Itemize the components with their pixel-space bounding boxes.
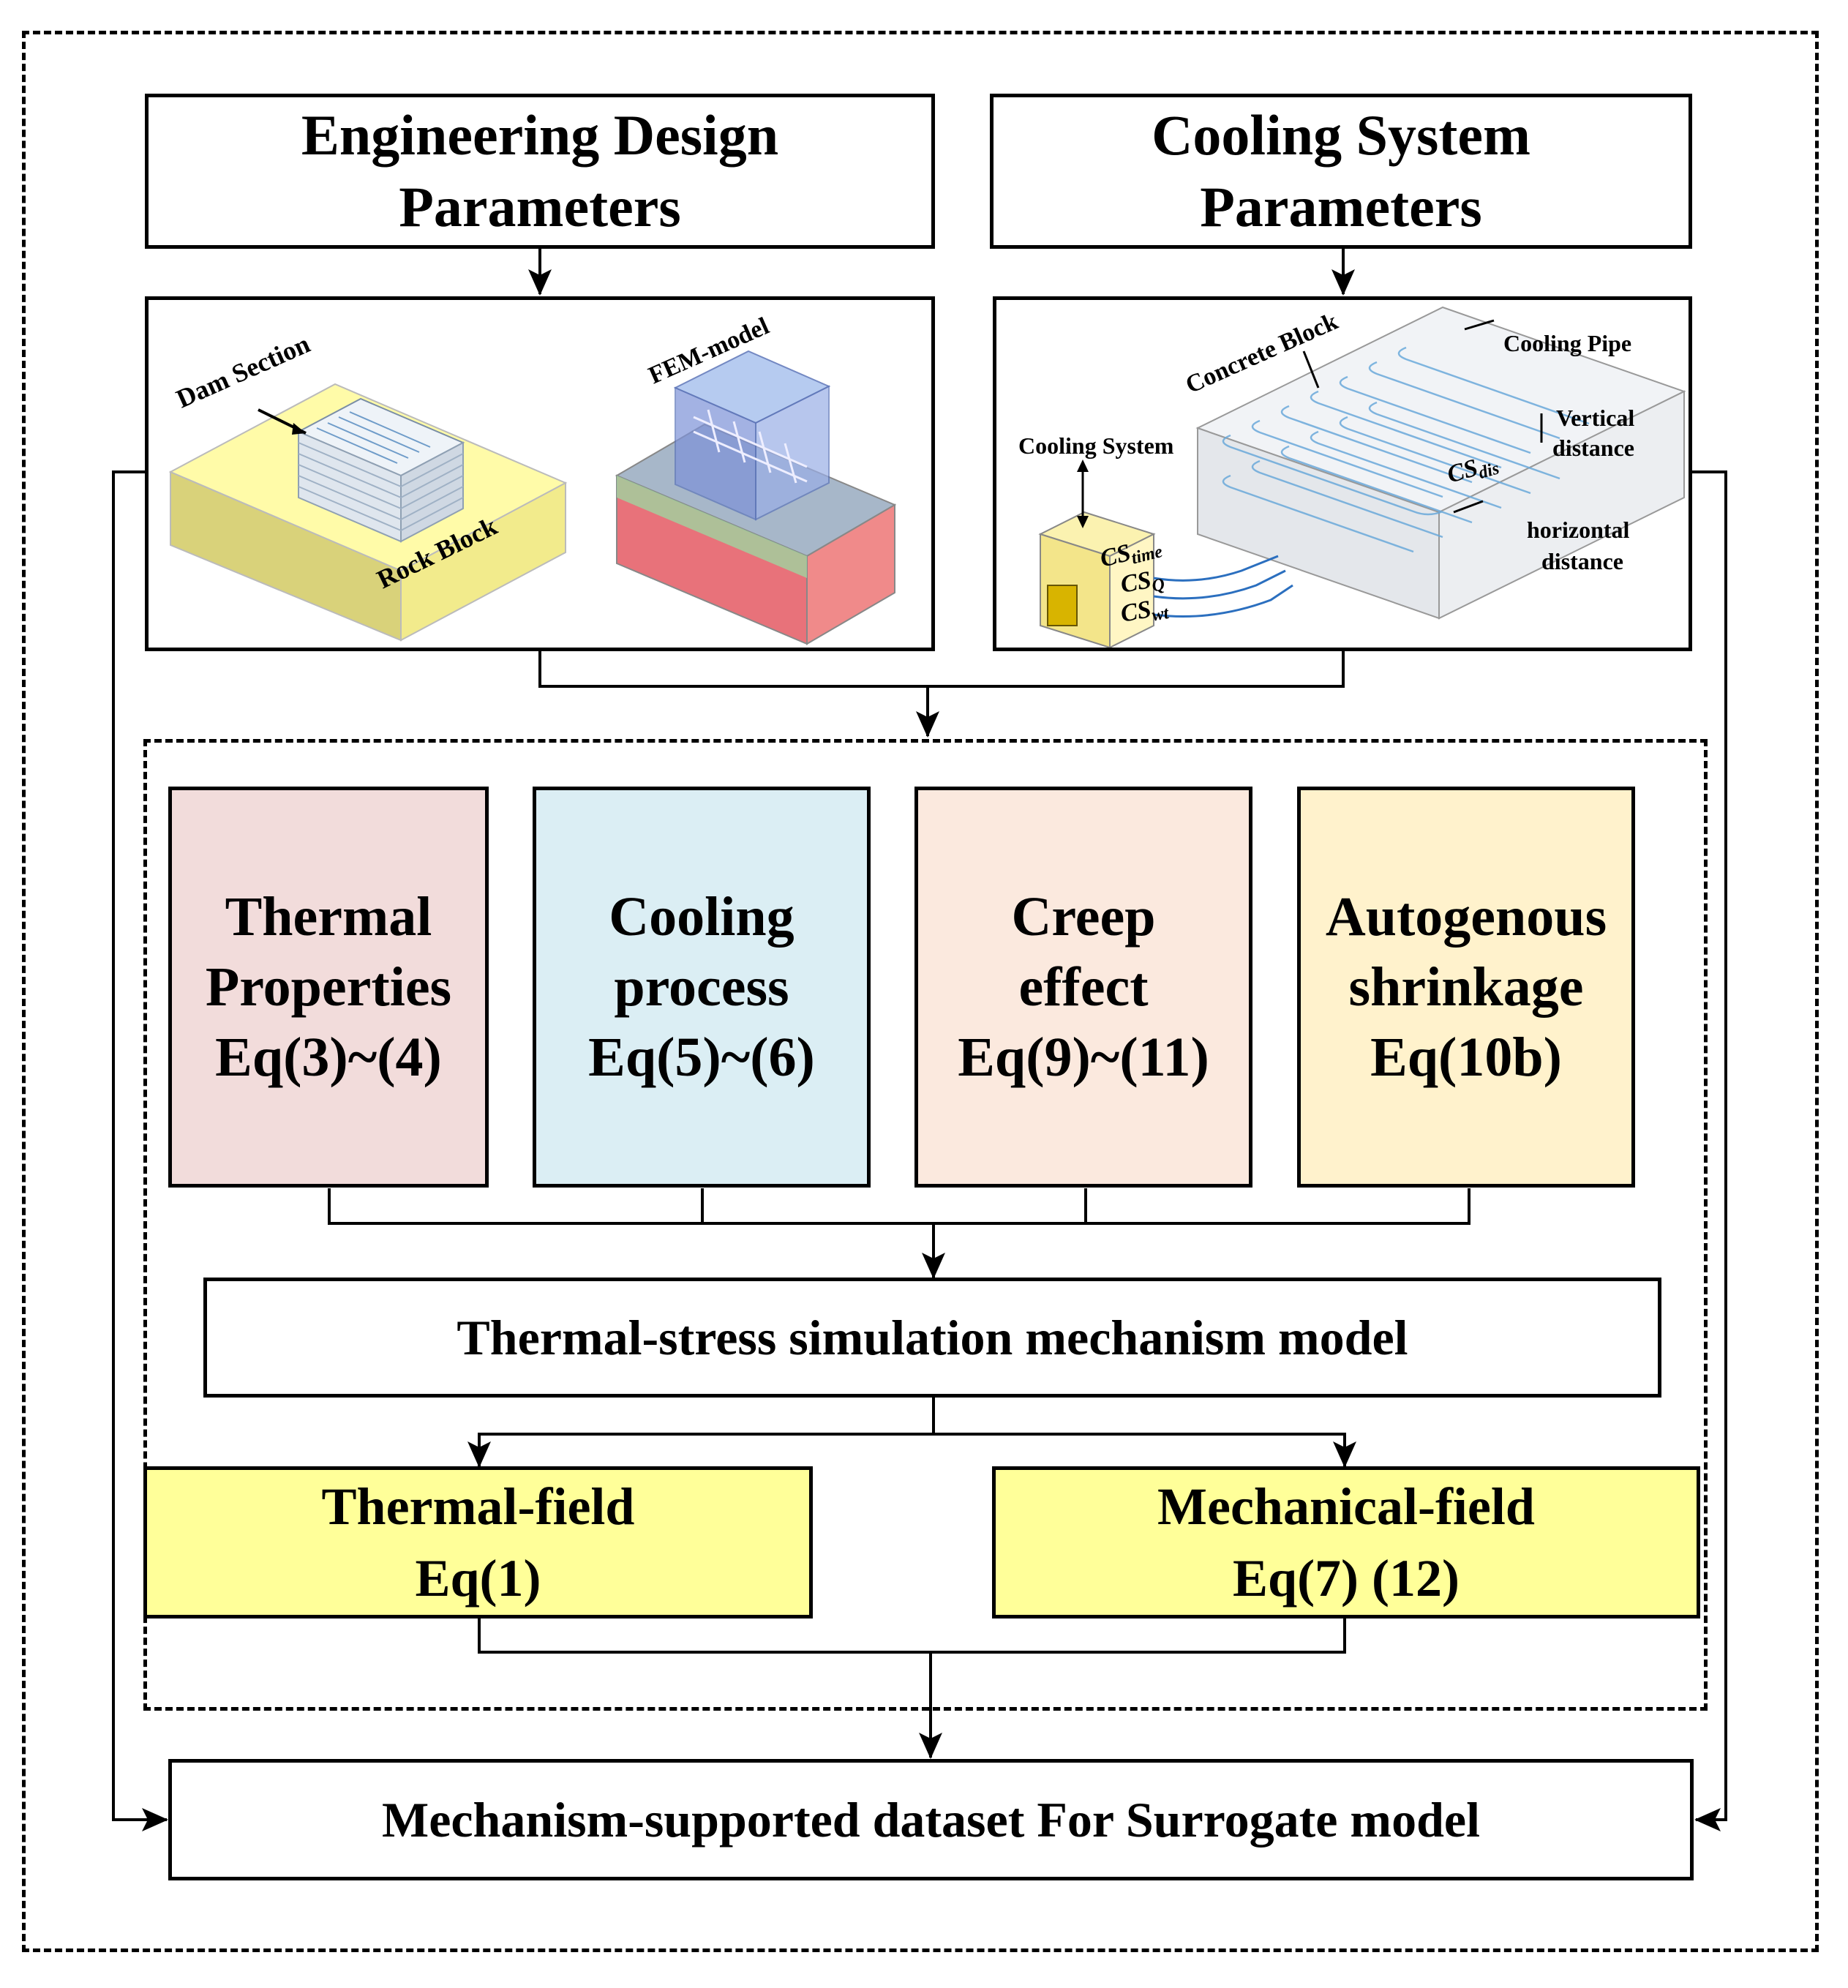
bypass-right <box>1689 470 1727 1831</box>
horizontal-distance-label: distance <box>1541 548 1623 574</box>
field-equation: Eq(1) <box>415 1549 541 1608</box>
vertical-label: Vertical <box>1556 405 1634 431</box>
vertical-distance-label: distance <box>1552 435 1634 461</box>
module-line: shrinkage <box>1348 956 1584 1018</box>
dam-model-graphic: Dam Section Rock Block FEM-model <box>168 312 897 645</box>
module-equation: Eq(5)~(6) <box>588 1027 815 1088</box>
module-equation: Eq(10b) <box>1370 1027 1562 1088</box>
field-line: Mechanical-field <box>1157 1477 1535 1536</box>
outer-frame <box>22 31 1819 1952</box>
dam-model-illustration: Dam Section Rock Block FEM-model <box>145 296 935 651</box>
module-line: Thermal <box>225 886 432 948</box>
field-line: Thermal-field <box>321 1477 635 1536</box>
module-equation: Eq(9)~(11) <box>958 1027 1209 1088</box>
cooling-system-graphic: Concrete Block Cooling Pipe Cooling Syst… <box>1018 306 1686 648</box>
header-line: Parameters <box>1200 175 1482 239</box>
header-line: Engineering Design <box>301 103 779 167</box>
svg-text:CSQ: CSQ <box>1119 564 1166 601</box>
module-line: Cooling <box>609 886 795 948</box>
module-line: Properties <box>205 956 452 1018</box>
module-line: Creep <box>1011 886 1156 948</box>
merge-modules-line <box>328 1188 1470 1225</box>
simulation-frame <box>143 739 1708 1711</box>
cooling-pipe-label: Cooling Pipe <box>1503 330 1631 356</box>
merge-fields-line <box>478 1618 1346 1654</box>
bypass-left <box>112 470 168 1831</box>
cs-wt-symbol: CS <box>1119 596 1153 628</box>
mechanism-model-label: Thermal-stress simulation mechanism mode… <box>457 1310 1408 1365</box>
header-line: Parameters <box>399 175 681 239</box>
dam-section-label: Dam Section <box>172 329 314 413</box>
surrogate-dataset-box: Mechanism-supported dataset For Surrogat… <box>168 1759 1694 1880</box>
surrogate-dataset-label: Mechanism-supported dataset For Surrogat… <box>382 1792 1480 1848</box>
module-equation: Eq(3)~(4) <box>215 1027 442 1088</box>
mechanism-model-box: Thermal-stress simulation mechanism mode… <box>203 1278 1661 1398</box>
module-line: effect <box>1018 956 1149 1018</box>
cooling-system-label: Cooling System <box>1018 432 1174 459</box>
cooling-system-illustration: Concrete Block Cooling Pipe Cooling Syst… <box>993 296 1692 651</box>
module-line: Autogenous <box>1325 886 1607 948</box>
merge-images-line <box>538 650 1345 688</box>
cs-q-subscript: Q <box>1151 575 1167 596</box>
module-line: process <box>614 956 789 1018</box>
svg-text:CSwt: CSwt <box>1119 593 1171 631</box>
cs-q-symbol: CS <box>1119 566 1153 599</box>
field-equation: Eq(7) (12) <box>1233 1549 1460 1608</box>
horizontal-label: horizontal <box>1527 517 1630 543</box>
cs-wt-subscript: wt <box>1151 604 1171 626</box>
header-line: Cooling System <box>1152 103 1530 167</box>
